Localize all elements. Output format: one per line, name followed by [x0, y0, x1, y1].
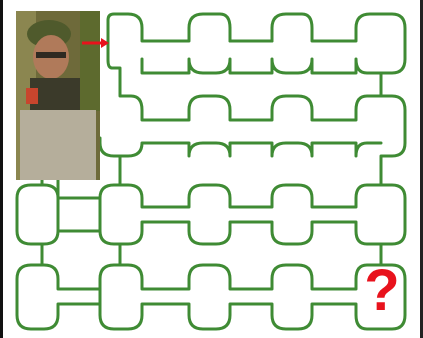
soldier-insignia	[26, 88, 38, 104]
player-portrait	[16, 11, 100, 180]
maze-inner-walls	[108, 20, 112, 68]
soldier-eyes	[36, 52, 66, 58]
question-mark-icon: ?	[356, 256, 408, 326]
portrait-foliage-right	[80, 11, 100, 111]
